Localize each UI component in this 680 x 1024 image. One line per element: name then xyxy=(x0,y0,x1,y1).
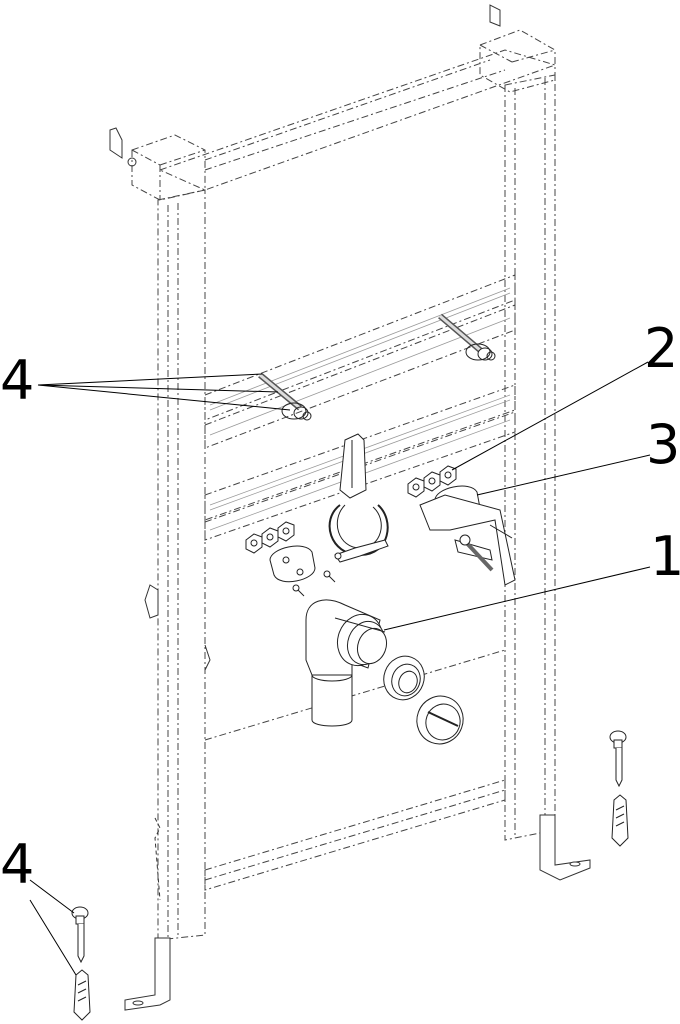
callout-1: 1 xyxy=(650,525,680,588)
callout-4-upper: 4 xyxy=(0,349,35,412)
right-bracket xyxy=(419,494,516,586)
bottom-rail xyxy=(204,779,506,891)
cross-rails xyxy=(204,274,516,541)
drain-elbow xyxy=(305,599,388,727)
leader-4b-1 xyxy=(29,879,75,914)
leader-4a-1 xyxy=(37,373,263,386)
leader-4a-2 xyxy=(37,384,279,393)
small-screws xyxy=(292,552,342,597)
leader-1 xyxy=(383,566,651,631)
feet xyxy=(124,814,591,1011)
leader-2 xyxy=(451,361,649,471)
right-rod xyxy=(438,313,496,361)
callout-4-floor: 4 xyxy=(0,833,35,896)
right-upright xyxy=(504,74,556,841)
upper-rods xyxy=(258,313,496,421)
callout-2: 2 xyxy=(644,317,679,380)
top-left-block xyxy=(131,134,206,201)
top-rail xyxy=(158,49,557,191)
leader-3 xyxy=(476,454,651,496)
upper-cross-rail xyxy=(204,274,516,421)
top-hooks xyxy=(109,4,501,167)
left-upright xyxy=(157,189,206,941)
leader-4b-2 xyxy=(29,899,77,976)
nuts-left xyxy=(245,521,295,554)
floor-screw-left xyxy=(71,906,91,1021)
frame-side-details xyxy=(144,584,211,901)
nuts-right xyxy=(407,465,457,498)
plate-left xyxy=(269,545,316,583)
leader-lines xyxy=(29,361,651,976)
leader-4a-3 xyxy=(37,384,291,411)
threaded-ring xyxy=(383,655,425,701)
pipe-clamp xyxy=(328,433,389,563)
left-rod xyxy=(258,372,312,421)
lower-cross-rail xyxy=(204,384,516,521)
floor-screw-right xyxy=(609,730,629,847)
end-cap xyxy=(416,695,464,745)
top-right-block xyxy=(479,29,556,93)
callout-3: 3 xyxy=(646,413,680,476)
